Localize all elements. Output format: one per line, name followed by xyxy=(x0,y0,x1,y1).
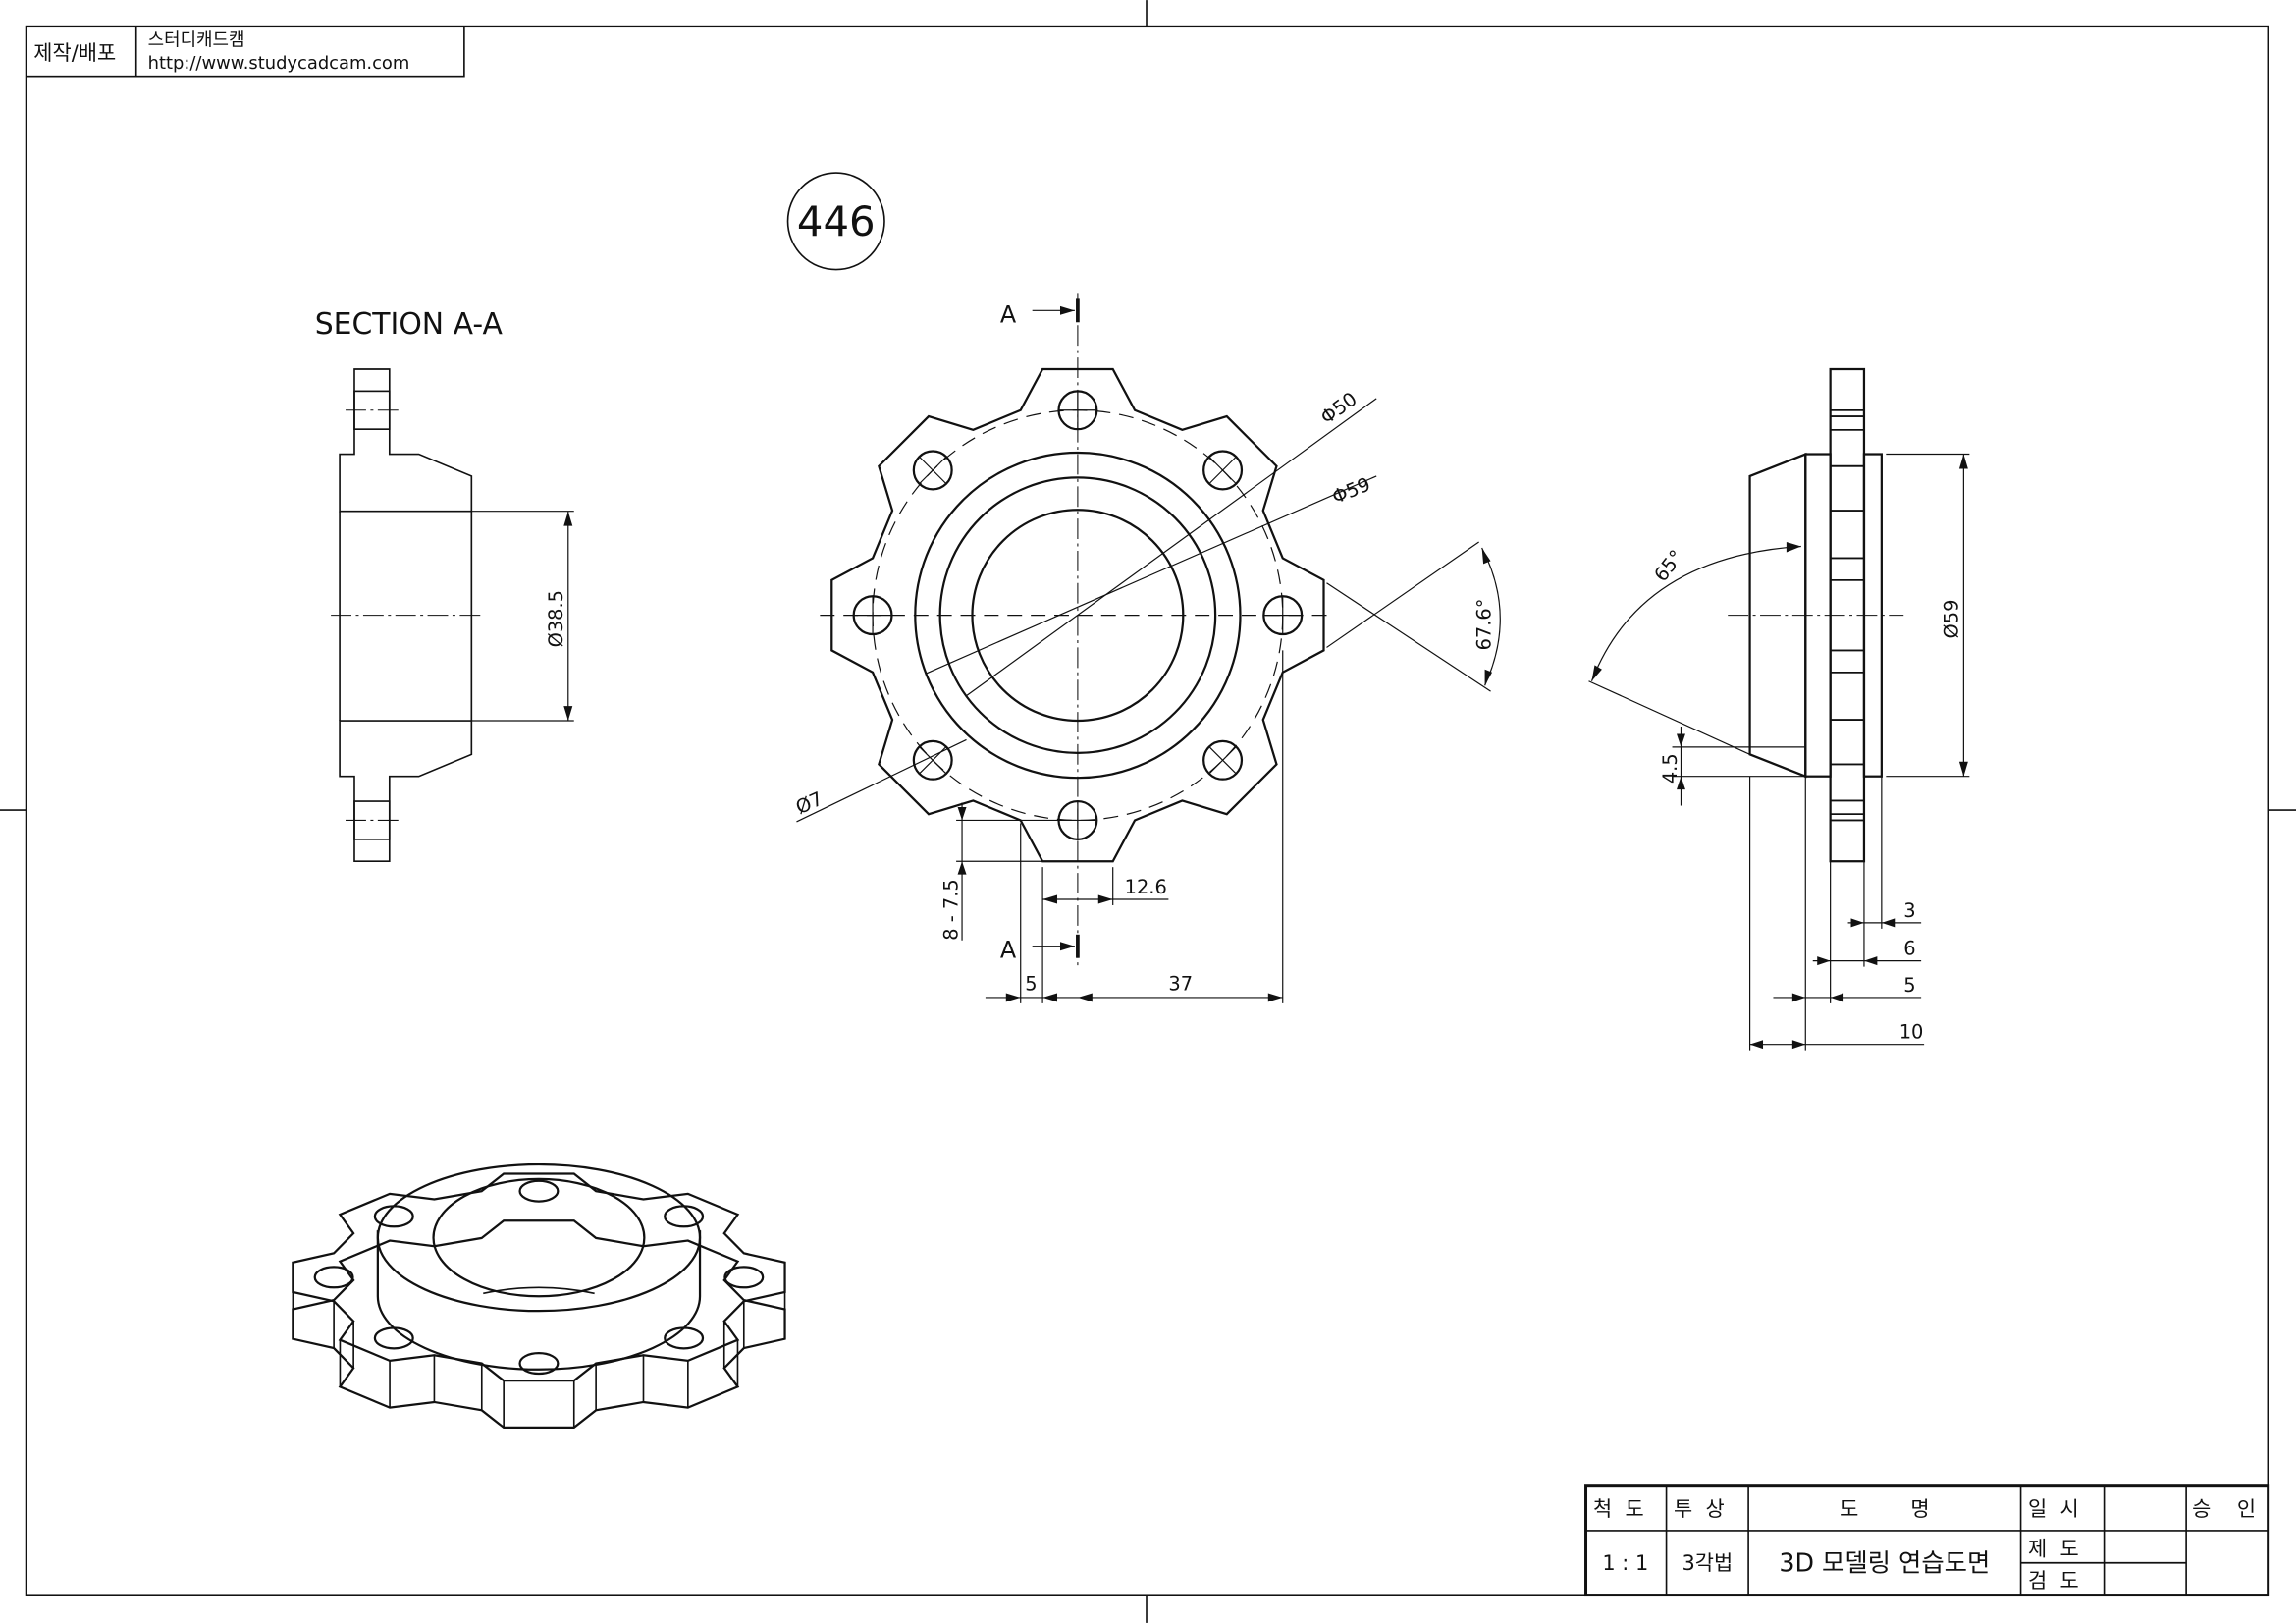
iso-hub-side xyxy=(376,1230,702,1371)
isometric-view xyxy=(292,1163,786,1430)
checked-label: 검 도 xyxy=(2028,1569,2079,1593)
company-name: 스터디캐드캠 xyxy=(148,29,245,50)
side-view: 65° 4.5 Ø59 3 6 5 10 xyxy=(1588,367,1970,1051)
scale-header: 척 도 xyxy=(1593,1497,1644,1521)
bolt-hole xyxy=(912,450,953,491)
iso-bolt-hole xyxy=(313,1266,354,1289)
hole-cross-mark xyxy=(919,457,947,484)
projection-header: 투 상 xyxy=(1674,1497,1725,1521)
drawing-number-balloon: 446 xyxy=(786,172,885,271)
section-title: SECTION A-A xyxy=(315,307,504,342)
section-view: Ø38.5 xyxy=(331,368,574,863)
svg-text:446: 446 xyxy=(797,197,876,245)
date-header: 일 시 xyxy=(2028,1497,2079,1521)
section-mark-top: A xyxy=(1000,300,1017,328)
iso-bore-inner-edge xyxy=(483,1286,595,1295)
front-view: A A Φ50 Φ59 67.6° Ø7 8 - 7.5 12.6 xyxy=(792,293,1501,1003)
iso-bolt-hole xyxy=(518,1179,560,1203)
section-mark-bottom: A xyxy=(1000,937,1017,964)
dim-37: 37 xyxy=(1168,972,1193,995)
dim-t6: 6 xyxy=(1903,938,1915,960)
dim-t5: 5 xyxy=(1903,974,1915,997)
dim-chamfer: 4.5 xyxy=(1659,753,1682,784)
dim-phi7: Ø7 xyxy=(792,787,827,819)
drawn-label: 제 도 xyxy=(2028,1537,2079,1560)
bolt-hole xyxy=(912,739,953,781)
dim-width-12-6: 12.6 xyxy=(1125,876,1167,898)
iso-bolt-hole xyxy=(518,1352,560,1376)
dim-angle-65: 65° xyxy=(1649,546,1687,586)
approve-header: 승 인 xyxy=(2192,1497,2256,1521)
name-header: 도 명 xyxy=(1840,1497,1930,1521)
flange-outline xyxy=(830,367,1325,863)
publisher-label: 제작/배포 xyxy=(33,41,116,65)
publisher-box: 제작/배포 스터디캐드캠 http://www.studycadcam.com xyxy=(26,26,465,78)
dim-phi59: Φ59 xyxy=(1329,473,1374,509)
iso-bore xyxy=(432,1177,646,1298)
company-url[interactable]: http://www.studycadcam.com xyxy=(148,53,410,74)
bolt-hole xyxy=(1202,739,1244,781)
hole-cross-mark xyxy=(1208,457,1237,484)
title-block: 척 도 투 상 도 명 일 시 승 인 1 : 1 3각법 3D 모델링 연습도… xyxy=(1584,1484,2270,1597)
drawing-name: 3D 모델링 연습도면 xyxy=(1779,1548,1990,1578)
projection-value: 3각법 xyxy=(1682,1551,1733,1575)
dim-bore: Ø38.5 xyxy=(545,590,567,647)
dim-t10: 10 xyxy=(1899,1021,1924,1044)
dim-side-phi59: Ø59 xyxy=(1940,600,1962,639)
scale-value: 1 : 1 xyxy=(1602,1551,1648,1575)
bolt-hole xyxy=(1202,450,1244,491)
hole-cross-mark xyxy=(1208,746,1237,775)
dim-5: 5 xyxy=(1025,972,1037,995)
iso-bottom-outline xyxy=(292,1219,786,1430)
iso-bolt-hole xyxy=(723,1266,765,1289)
dim-phi50: Φ50 xyxy=(1316,388,1362,429)
dim-t3: 3 xyxy=(1903,899,1915,922)
drawing-frame xyxy=(25,25,2269,1596)
dim-angle-67: 67.6° xyxy=(1473,599,1496,651)
dim-holes: 8 - 7.5 xyxy=(940,879,963,940)
iso-top-outline xyxy=(292,1172,786,1382)
iso-hub-top xyxy=(376,1163,702,1313)
